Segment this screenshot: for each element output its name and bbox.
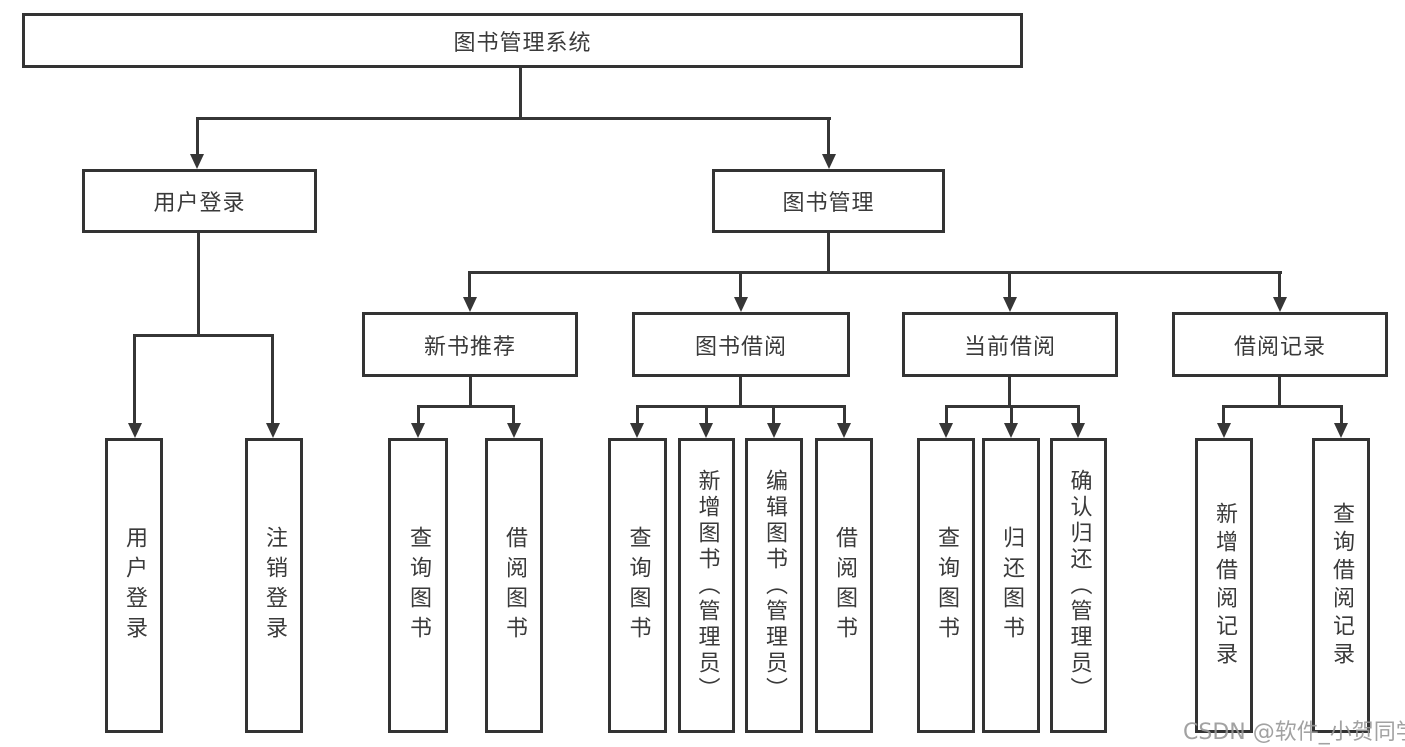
- arrow-to-leaf-query-books-borrow: [630, 423, 644, 438]
- leaf-user-login: 用户登录: [105, 438, 163, 733]
- node-book-borrow: 图书借阅: [632, 312, 850, 377]
- connector-leaf-drop: [1340, 405, 1343, 425]
- arrow-to-book-management: [822, 154, 836, 169]
- node-user-login: 用户登录: [82, 169, 317, 233]
- node-current-borrow: 当前借阅: [902, 312, 1118, 377]
- connector-recommend-stem: [469, 377, 472, 408]
- leaf-query-borrow-record: 查询借阅记录: [1312, 438, 1370, 733]
- arrow-to-leaf-query-books-current: [939, 423, 953, 438]
- leaf-label: 确认归还（管理员）: [1066, 468, 1092, 703]
- node-label: 借阅记录: [1233, 334, 1326, 360]
- connector-recommend-branch: [417, 405, 515, 408]
- arrow-to-leaf-add-book: [699, 423, 713, 438]
- arrow-to-leaf-borrow-books-recommend: [507, 423, 521, 438]
- csdn-watermark: CSDN @软件_小贺同学: [1183, 720, 1405, 745]
- leaf-return-book: 归还图书: [982, 438, 1040, 733]
- leaf-borrow-books-recommend: 借阅图书: [485, 438, 543, 733]
- node-label: 用户登录: [153, 191, 246, 216]
- leaf-borrow-books: 借阅图书: [815, 438, 873, 733]
- arrow-to-leaf-borrow-books: [837, 423, 851, 438]
- leaf-confirm-return-admin: 确认归还（管理员）: [1050, 438, 1107, 733]
- leaf-label: 借阅图书: [502, 525, 527, 646]
- leaf-label: 新增借阅记录: [1212, 501, 1237, 670]
- node-library-system: 图书管理系统: [22, 13, 1023, 68]
- connector-leaf-drop: [705, 405, 708, 425]
- arrow-to-leaf-query-borrow-record: [1334, 423, 1348, 438]
- connector-current-stem: [1008, 377, 1011, 408]
- leaf-label: 新增图书（管理员）: [694, 468, 720, 703]
- connector-leaf-drop: [417, 405, 420, 425]
- arrow-to-leaf-query-books-recommend: [411, 423, 425, 438]
- arrow-to-new-book-recommend: [463, 297, 477, 312]
- node-label: 图书管理系统: [453, 30, 592, 56]
- arrow-to-leaf-edit-book: [767, 423, 781, 438]
- connector-user-login-branch: [133, 334, 274, 337]
- connector-leaf-drop: [772, 405, 775, 425]
- connector-leaf-drop: [945, 405, 948, 425]
- connector-root-stem: [519, 68, 522, 119]
- connector-leaf-drop: [512, 405, 515, 425]
- connector-leaf-user-login-drop: [133, 334, 136, 424]
- node-label: 图书管理: [782, 191, 875, 216]
- node-label: 当前借阅: [963, 334, 1056, 360]
- connector-records-branch: [1222, 405, 1343, 408]
- leaf-label: 查询图书: [406, 525, 431, 646]
- connector-level2-branch: [196, 117, 831, 120]
- connector-leaf-drop: [636, 405, 639, 425]
- node-borrow-records: 借阅记录: [1172, 312, 1388, 377]
- leaf-label: 用户登录: [122, 525, 147, 646]
- leaf-logout: 注销登录: [245, 438, 303, 733]
- leaf-label: 查询图书: [625, 525, 651, 646]
- leaf-label: 归还图书: [999, 525, 1024, 646]
- connector-leaf-drop: [843, 405, 846, 425]
- node-book-management: 图书管理: [712, 169, 945, 233]
- connector-user-login-drop: [196, 117, 199, 157]
- arrow-to-user-login: [190, 154, 204, 169]
- leaf-query-books-current: 查询图书: [917, 438, 975, 733]
- leaf-label: 查询借阅记录: [1329, 501, 1354, 670]
- connector-user-login-stem: [197, 233, 200, 337]
- leaf-query-books-borrow: 查询图书: [608, 438, 667, 733]
- leaf-add-book-admin: 新增图书（管理员）: [678, 438, 735, 733]
- leaf-label: 编辑图书（管理员）: [762, 468, 787, 703]
- connector-current-drop: [1008, 271, 1011, 300]
- connector-records-stem: [1278, 377, 1281, 408]
- arrow-to-borrow-records: [1273, 297, 1287, 312]
- node-label: 新书推荐: [423, 334, 516, 360]
- arrow-to-leaf-user-login: [128, 423, 142, 438]
- arrow-to-current-borrow: [1003, 297, 1017, 312]
- connector-leaf-logout-drop: [271, 334, 274, 424]
- arrow-to-book-borrow: [734, 297, 748, 312]
- leaf-add-borrow-record: 新增借阅记录: [1195, 438, 1253, 733]
- connector-leaf-drop: [1010, 405, 1013, 425]
- connector-book-mgmt-stem: [827, 233, 830, 274]
- connector-records-drop: [1278, 271, 1281, 300]
- connector-level3-branch: [468, 271, 1282, 274]
- connector-leaf-drop: [1222, 405, 1225, 425]
- leaf-label: 查询图书: [934, 525, 959, 646]
- connector-borrow-drop: [739, 271, 742, 300]
- arrow-to-leaf-logout: [266, 423, 280, 438]
- leaf-label: 注销登录: [262, 525, 287, 646]
- arrow-to-leaf-confirm-return: [1071, 423, 1085, 438]
- node-new-book-recommend: 新书推荐: [362, 312, 578, 377]
- connector-recommend-drop: [468, 271, 471, 300]
- node-label: 图书借阅: [694, 334, 787, 360]
- leaf-label: 借阅图书: [832, 525, 857, 646]
- connector-borrow-branch: [636, 405, 846, 408]
- connector-leaf-drop: [1077, 405, 1080, 425]
- leaf-edit-book-admin: 编辑图书（管理员）: [745, 438, 803, 733]
- connector-book-mgmt-drop: [827, 117, 830, 157]
- arrow-to-leaf-return-book: [1004, 423, 1018, 438]
- leaf-query-books-recommend: 查询图书: [388, 438, 448, 733]
- arrow-to-leaf-add-borrow-record: [1217, 423, 1231, 438]
- connector-borrow-stem: [739, 377, 742, 408]
